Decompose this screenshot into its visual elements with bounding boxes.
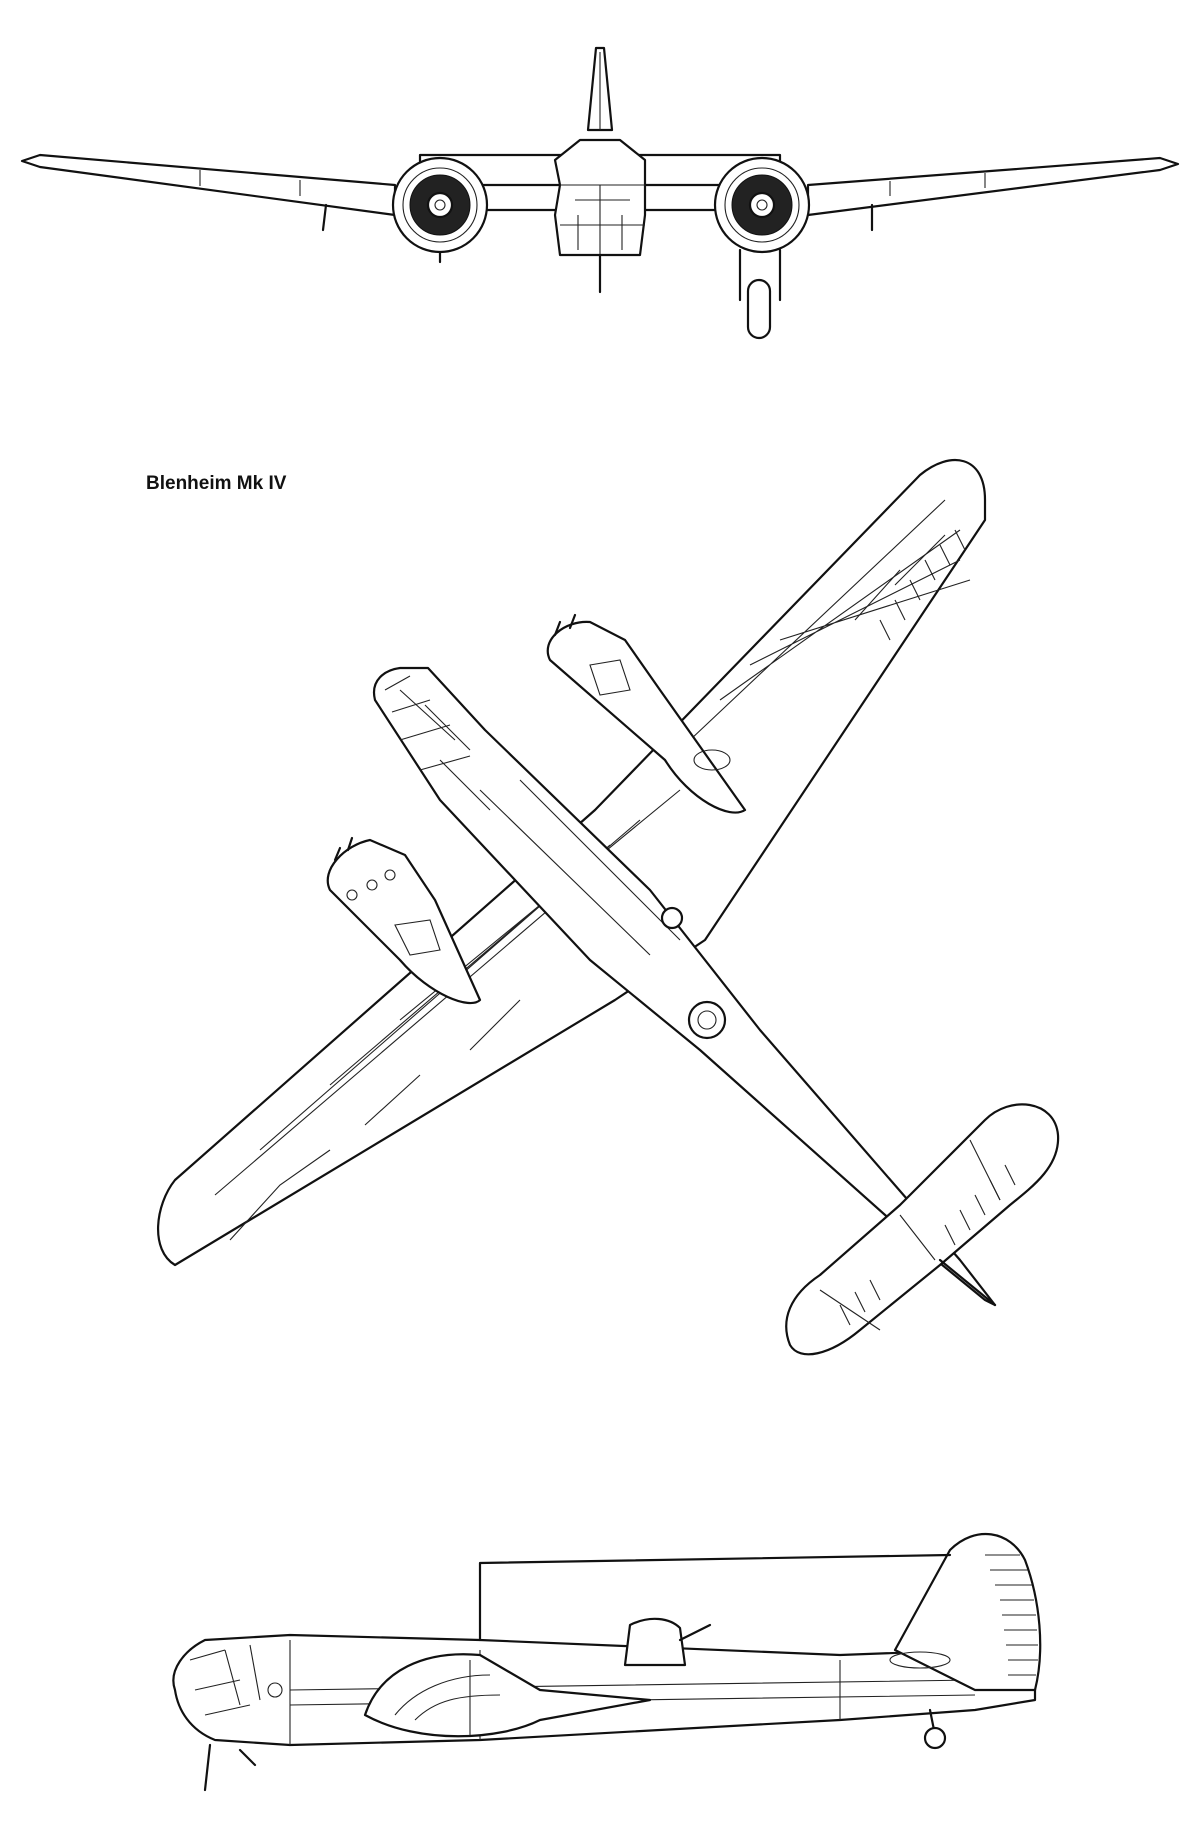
front-tail-fin bbox=[586, 46, 614, 132]
side-engine bbox=[363, 1653, 652, 1738]
plan-fuselage bbox=[372, 666, 997, 1307]
front-left-wing bbox=[20, 153, 397, 217]
front-right-engine bbox=[713, 156, 811, 254]
drawing-title: Blenheim Mk IV bbox=[146, 473, 287, 494]
front-right-wing bbox=[806, 156, 1180, 217]
plan-left-nacelle bbox=[326, 838, 482, 1005]
front-left-engine bbox=[391, 156, 489, 254]
side-fin bbox=[893, 1532, 1042, 1692]
plan-view-drawing bbox=[156, 459, 1060, 1356]
side-view-drawing bbox=[172, 1532, 1042, 1792]
plan-tailplane bbox=[785, 1103, 1060, 1356]
